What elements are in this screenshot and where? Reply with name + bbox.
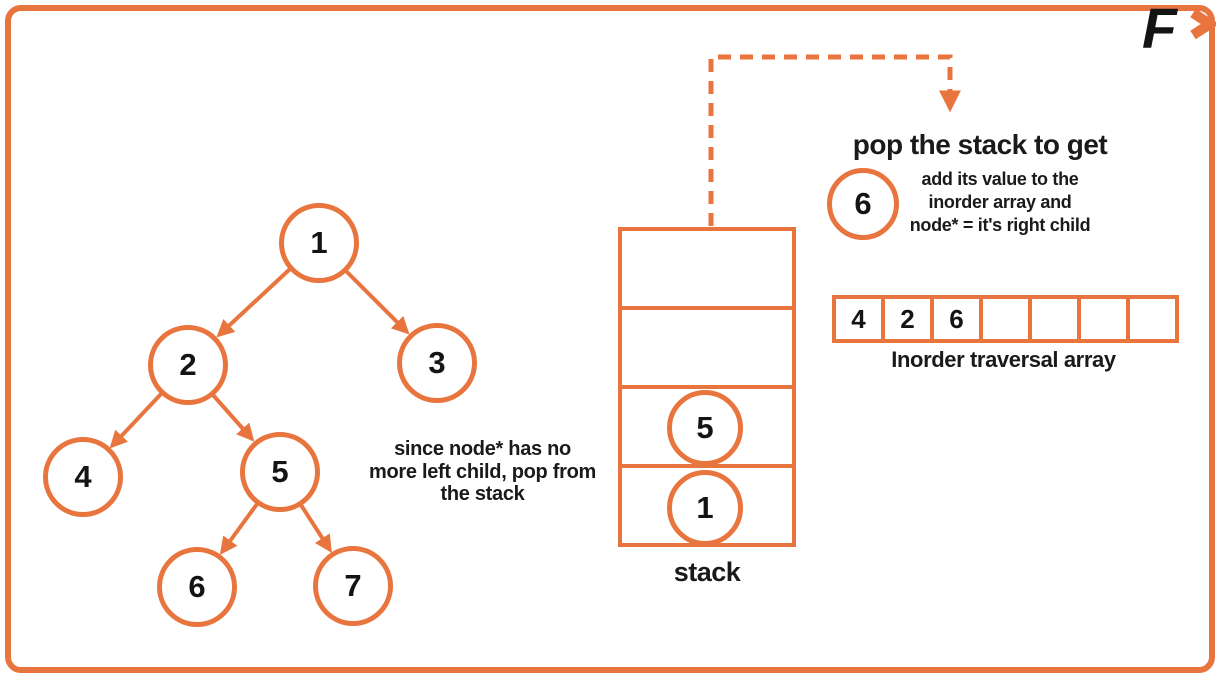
edge-2-5: [211, 393, 255, 442]
tree-node-7-value: 7: [344, 568, 362, 603]
stack-item-5: 5: [667, 390, 743, 466]
stack-item-5-value: 5: [696, 410, 714, 445]
inorder-array: 4 2 6: [832, 295, 1179, 343]
array-cell-6: [1126, 295, 1179, 343]
popped-node-value: 6: [854, 186, 872, 221]
edge-1-2: [216, 267, 292, 338]
array-cell-5: [1077, 295, 1130, 343]
stack-item-1-value: 1: [696, 490, 714, 525]
tree-node-5: 5: [240, 432, 320, 512]
tree-node-6-value: 6: [188, 569, 206, 604]
left-annotation: since node* has no more left child, pop …: [369, 438, 596, 505]
array-cell-2: 6: [930, 295, 983, 343]
tree-node-5-value: 5: [271, 454, 289, 489]
edge-5-6: [219, 502, 259, 555]
edge-2-4: [109, 392, 163, 449]
pop-annotation: add its value to the inorder array and n…: [909, 169, 1091, 235]
edge-5-7: [299, 503, 332, 553]
tree-node-3-value: 3: [428, 345, 446, 380]
tree-node-1: 1: [279, 203, 359, 283]
pop-dashed-arrow: [708, 54, 962, 226]
stack-cell-3: [622, 385, 792, 464]
tree-node-4: 4: [43, 437, 123, 517]
tree-node-2: 2: [148, 325, 228, 405]
popped-node: 6: [827, 168, 899, 240]
array-cell-3: [979, 295, 1032, 343]
stack-cell-top: [622, 231, 792, 306]
tree-node-3: 3: [397, 323, 477, 403]
inorder-array-label: Inorder traversal array: [891, 347, 1116, 372]
logo-chevron-icon: [1190, 11, 1216, 40]
tree-node-4-value: 4: [74, 459, 92, 494]
pop-heading: pop the stack to get: [852, 129, 1108, 160]
tree-node-6: 6: [157, 547, 237, 627]
array-cell-4: [1028, 295, 1081, 343]
array-cell-0: 4: [832, 295, 885, 343]
stack-cell-bottom: [622, 464, 792, 543]
edge-1-3: [343, 268, 410, 335]
brand-logo: F: [1138, 0, 1216, 70]
tree-node-1-value: 1: [310, 225, 328, 260]
logo-letter: F: [1142, 0, 1177, 61]
stack-label: stack: [673, 557, 741, 587]
array-cell-1: 2: [881, 295, 934, 343]
stack-cell-2: [622, 306, 792, 385]
tree-node-2-value: 2: [179, 347, 197, 382]
stack-item-1: 1: [667, 470, 743, 546]
tree-node-7: 7: [313, 546, 393, 626]
tree-edges: [109, 267, 410, 555]
